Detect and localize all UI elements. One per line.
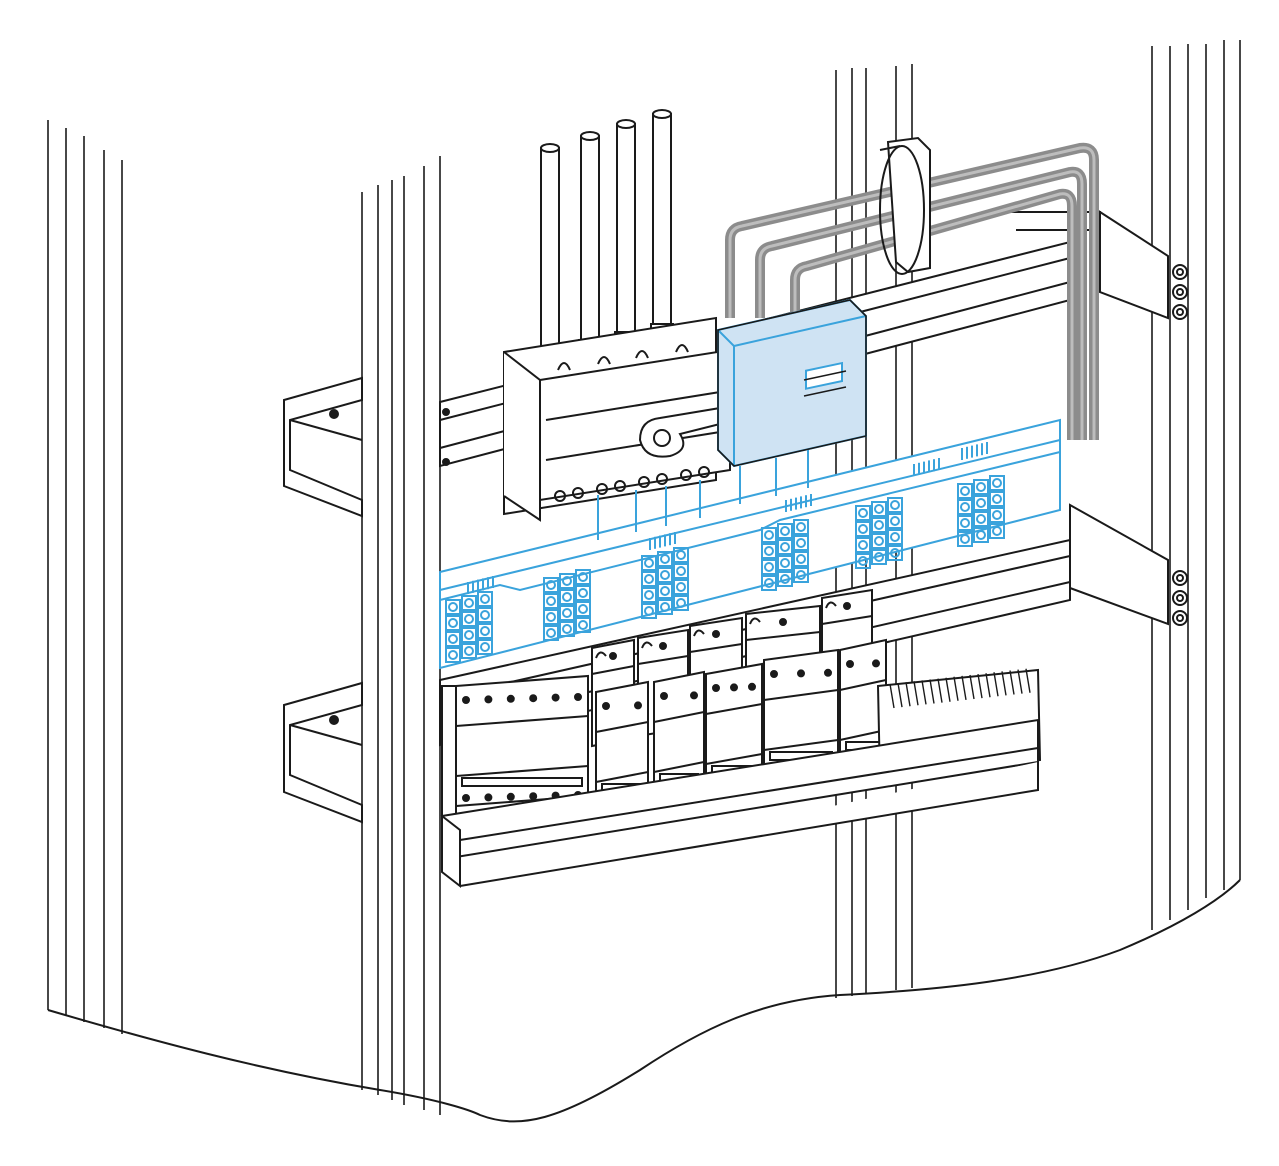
incoming-conductor bbox=[614, 119, 638, 353]
incoming-conductors bbox=[538, 109, 674, 369]
switch-bottom-terminals bbox=[554, 466, 710, 502]
terminal-slat bbox=[905, 682, 911, 707]
switch-disconnector bbox=[503, 316, 731, 522]
bracket-right-upper bbox=[1010, 210, 1188, 320]
circuit-breaker bbox=[705, 662, 763, 796]
terminal-slat bbox=[1001, 671, 1007, 696]
mounting-bracket-left bbox=[283, 376, 363, 824]
rotary-handle bbox=[638, 406, 730, 458]
terminal-slat bbox=[977, 673, 983, 699]
cable-duct bbox=[440, 718, 1039, 889]
terminal-slats bbox=[889, 668, 1031, 709]
distribution-connector bbox=[649, 532, 676, 550]
distribution-connector bbox=[467, 576, 494, 594]
cable-clamp bbox=[879, 136, 931, 275]
mounting-bracket-right bbox=[1010, 210, 1188, 626]
distribution-cell-group bbox=[855, 497, 903, 569]
bracket-upper bbox=[283, 376, 363, 518]
terminal-slat bbox=[1017, 669, 1023, 694]
terminal-slat bbox=[913, 681, 919, 706]
terminal-slat bbox=[937, 678, 943, 703]
distribution-cell-group bbox=[641, 547, 689, 619]
terminal-slat bbox=[1025, 668, 1031, 693]
distribution-cells bbox=[445, 442, 1005, 663]
highlighted-distribution-block bbox=[439, 418, 1061, 670]
bracket-lower bbox=[283, 681, 363, 824]
right-side-ribs bbox=[1151, 40, 1241, 930]
distribution-connector bbox=[785, 494, 812, 512]
distribution-connector bbox=[961, 442, 988, 460]
terminal-slat bbox=[953, 676, 959, 701]
terminal-slat bbox=[945, 677, 951, 702]
enclosure-bottom-edge bbox=[47, 879, 1241, 1123]
highlighted-module bbox=[717, 298, 867, 468]
circuit-breaker bbox=[455, 674, 589, 808]
terminal-slat bbox=[993, 672, 999, 697]
incoming-conductor bbox=[650, 109, 674, 345]
breaker-end-cap bbox=[441, 685, 457, 832]
terminal-slat bbox=[897, 682, 903, 708]
left-side-ribs bbox=[47, 120, 123, 1034]
incoming-conductor bbox=[538, 143, 562, 369]
enclosure-frame bbox=[47, 40, 1241, 1123]
distribution-cell-group bbox=[957, 475, 1005, 547]
distribution-cell-group bbox=[445, 591, 493, 663]
vertical-upright-left bbox=[361, 156, 441, 1115]
terminal-slat bbox=[929, 679, 935, 704]
terminal-slat bbox=[985, 673, 991, 698]
terminal-slat bbox=[969, 674, 975, 700]
terminal-slat bbox=[961, 675, 967, 701]
distribution-connector bbox=[913, 458, 940, 476]
terminal-slat bbox=[1009, 670, 1015, 695]
distribution-cell-group bbox=[761, 519, 809, 591]
switch-top-terminals bbox=[557, 344, 689, 371]
terminal-slat bbox=[921, 680, 927, 705]
distribution-cell-group bbox=[543, 569, 591, 641]
incoming-conductor bbox=[578, 131, 602, 361]
terminal-slat bbox=[889, 683, 895, 709]
